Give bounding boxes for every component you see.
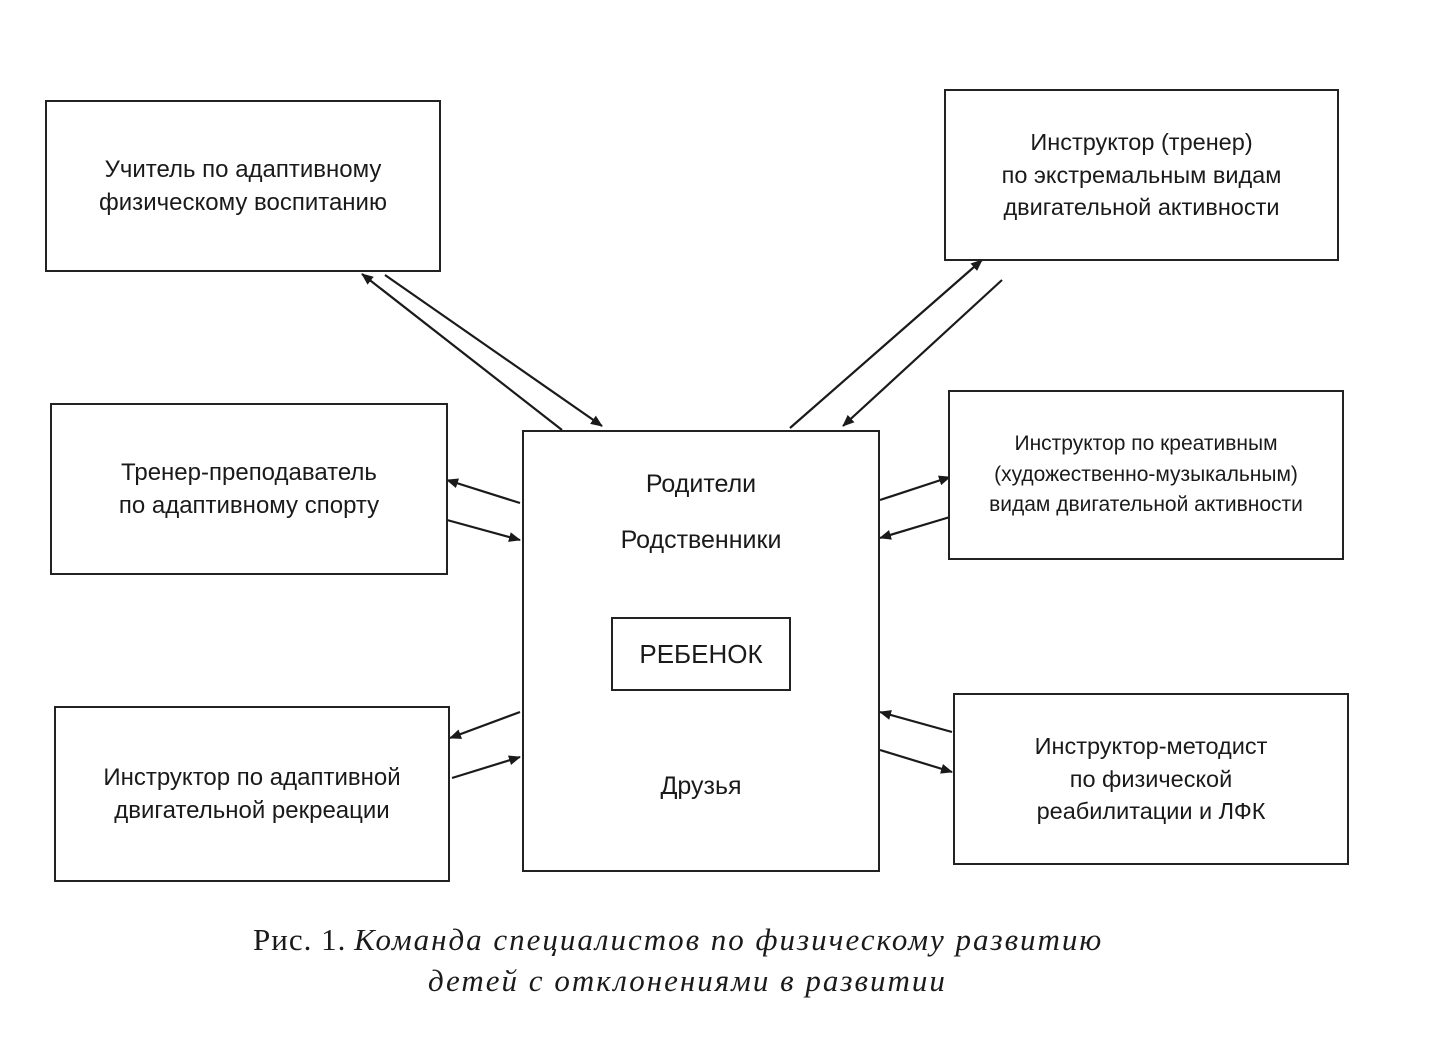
node-extreme-sports-instructor: Инструктор (тренер) по экстремальным вид… <box>944 89 1339 261</box>
arrow-from-left-bot <box>451 755 521 780</box>
caption-title-1: Команда специалистов по физическому разв… <box>354 922 1104 957</box>
label-child: РЕБЕНОК <box>639 638 763 669</box>
arrow-from-left-mid <box>446 518 521 542</box>
node-line: физическому воспитанию <box>99 189 387 216</box>
caption-line-2: детей с отклонениями в развитии <box>428 961 947 1002</box>
child-box: РЕБЕНОК <box>611 617 791 691</box>
label-parents: Родители <box>645 470 757 498</box>
arrow-to-left-mid <box>446 478 521 505</box>
arrow-from-right-top <box>842 279 1003 427</box>
caption-title-2: детей с отклонениями в развитии <box>428 963 947 998</box>
node-line: Инструктор по адаптивной <box>103 763 401 791</box>
center-family-box: Родители Родственники РЕБЕНОК Друзья <box>522 430 880 872</box>
node-adaptive-sport-coach: Тренер-преподаватель по адаптивному спор… <box>50 403 448 575</box>
node-line: Инструктор (тренер) <box>1030 129 1253 156</box>
arrow-from-right-bot <box>879 710 953 734</box>
node-line: двигательной рекреации <box>114 797 390 824</box>
caption-line-1: Рис. 1. Команда специалистов по физическ… <box>253 920 1103 961</box>
node-line: видам двигательной активности <box>989 493 1303 517</box>
node-line: Учитель по адаптивному <box>104 155 382 183</box>
node-line: по физической <box>1069 765 1233 792</box>
arrow-to-right-bot <box>879 748 953 774</box>
node-line: по экстремальным видам <box>1001 161 1282 188</box>
node-line: реабилитации и ЛФК <box>1036 798 1266 825</box>
node-adaptive-recreation-instructor: Инструктор по адаптивной двигательной ре… <box>54 706 450 882</box>
arrow-to-right-mid <box>879 475 951 502</box>
arrow-from-right-mid <box>879 515 951 540</box>
node-adaptive-pe-teacher: Учитель по адаптивному физическому воспи… <box>45 100 441 272</box>
arrow-to-left-top <box>361 273 563 431</box>
node-line: Инструктор по креативным <box>1014 432 1278 456</box>
node-rehabilitation-methodologist: Инструктор-методист по физической реабил… <box>953 693 1349 865</box>
caption-label: Рис. 1. <box>253 922 347 957</box>
label-friends: Друзья <box>660 772 742 800</box>
node-line: по адаптивному спорту <box>118 492 380 519</box>
node-line: Тренер-преподаватель <box>121 458 377 486</box>
arrow-to-left-bot <box>449 710 521 740</box>
arrow-to-right-top <box>789 259 983 429</box>
arrow-from-left-top <box>384 274 603 427</box>
node-line: (художественно-музыкальным) <box>994 462 1298 486</box>
node-line: Инструктор-методист <box>1034 733 1268 760</box>
node-creative-activity-instructor: Инструктор по креативным (художественно-… <box>948 390 1344 560</box>
node-line: двигательной активности <box>1003 194 1280 221</box>
label-relatives: Родственники <box>620 526 782 554</box>
